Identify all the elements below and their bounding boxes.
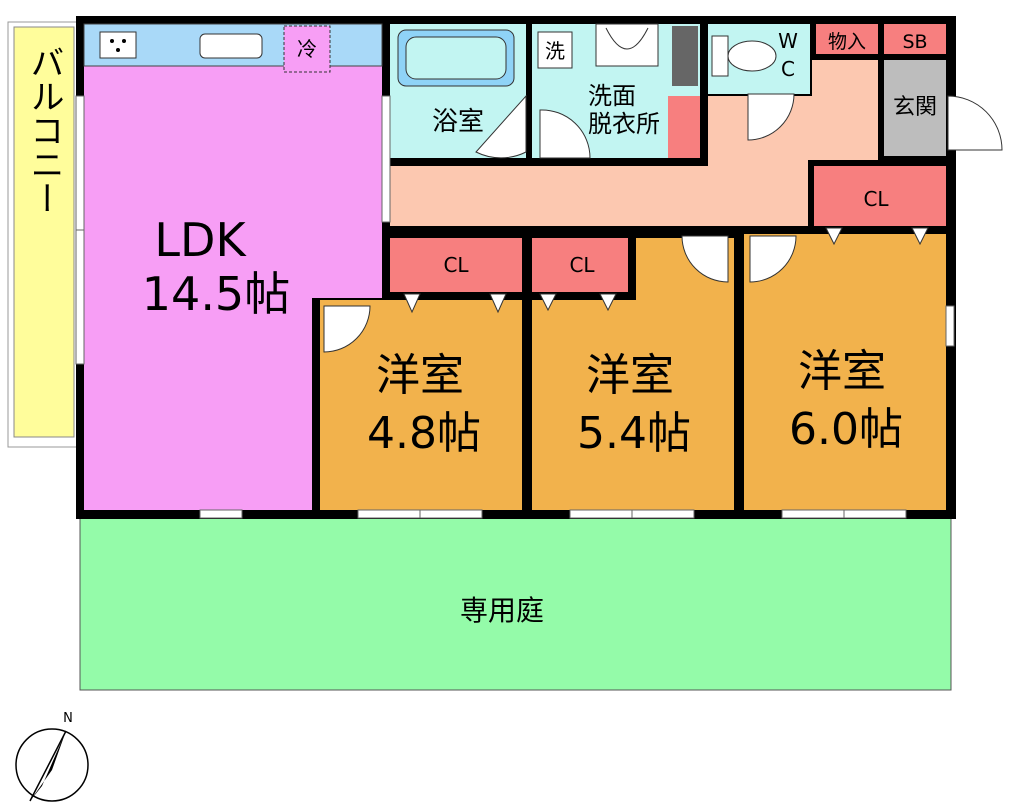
hall-closet-label: CL bbox=[863, 187, 889, 211]
shaft bbox=[672, 26, 698, 86]
room2-closet bbox=[532, 238, 628, 292]
closet-door-marks bbox=[403, 227, 929, 314]
washroom-label-2: 脱衣所 bbox=[588, 110, 660, 138]
balcony-label: バルコニー bbox=[24, 45, 64, 215]
toilet-icon bbox=[727, 40, 777, 72]
room2-closet-label: CL bbox=[569, 253, 595, 277]
ldk-size: 14.5帖 bbox=[142, 267, 290, 321]
room1-closet bbox=[390, 238, 522, 292]
washroom-closet bbox=[668, 96, 700, 158]
room3-name: 洋室 bbox=[798, 346, 886, 397]
washer-icon bbox=[537, 31, 573, 69]
fridge-space bbox=[283, 25, 331, 73]
compass-north-label: N bbox=[63, 711, 73, 726]
wc-label-1: W bbox=[778, 29, 798, 53]
garden-label: 専用庭 bbox=[460, 594, 544, 627]
room1-size: 4.8帖 bbox=[367, 408, 481, 459]
room2-name: 洋室 bbox=[586, 350, 674, 401]
compass-icon: N bbox=[15, 711, 89, 802]
room3-size: 6.0帖 bbox=[789, 404, 903, 455]
entrance-area bbox=[884, 60, 946, 156]
storage-label: 物入 bbox=[828, 31, 866, 53]
wc-label-2: C bbox=[781, 57, 795, 81]
western-room-3 bbox=[744, 234, 946, 510]
windows bbox=[75, 95, 955, 519]
western-room-1 bbox=[320, 300, 522, 510]
room1-closet-label: CL bbox=[443, 253, 469, 277]
entrance-label: 玄関 bbox=[893, 95, 937, 120]
ldk-room bbox=[84, 66, 382, 510]
washroom-label-1: 洗面 bbox=[588, 82, 636, 110]
washer-label: 洗 bbox=[545, 39, 565, 63]
bath-label: 浴室 bbox=[432, 107, 484, 137]
garden-area bbox=[79, 517, 952, 691]
hall-closet bbox=[814, 166, 946, 226]
room1-name: 洋室 bbox=[376, 350, 464, 401]
door-swings bbox=[323, 93, 1003, 353]
western-room-2 bbox=[532, 238, 734, 510]
stove-icon bbox=[99, 31, 137, 59]
shoebox-label: SB bbox=[902, 31, 927, 53]
storage-closet bbox=[816, 24, 878, 54]
fridge-label: 冷 bbox=[297, 37, 317, 61]
ldk-name: LDK bbox=[154, 213, 247, 267]
shoe-box bbox=[884, 24, 946, 54]
room2-size: 5.4帖 bbox=[577, 408, 691, 459]
sink-icon bbox=[199, 33, 263, 59]
